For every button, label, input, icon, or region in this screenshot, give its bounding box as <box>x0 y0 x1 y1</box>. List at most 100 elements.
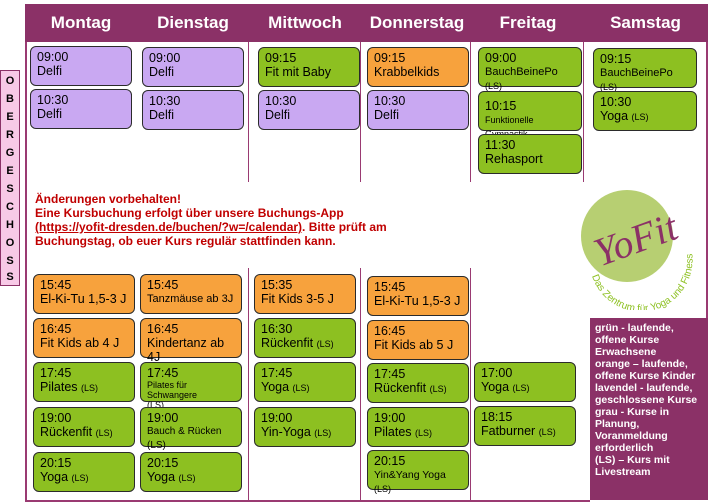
course-slot[interactable]: 18:15 Fatburner (LS) <box>474 406 576 446</box>
course-slot[interactable]: 20:15 Yin&Yang Yoga (LS) <box>367 450 469 494</box>
course-name: Bauch & Rücken (LS) <box>147 425 235 453</box>
course-slot[interactable]: 09:00 Delfi <box>142 47 244 87</box>
course-name: Yoga (LS) <box>261 380 349 395</box>
course-slot[interactable]: 15:45 Tanzmäuse ab 3J <box>140 274 242 314</box>
course-slot[interactable]: 19:00 Bauch & Rücken (LS) <box>140 407 242 451</box>
day-friday: Freitag <box>499 13 557 32</box>
grid-line-col <box>470 42 471 182</box>
course-name: Yoga (LS) <box>40 470 128 485</box>
course-time: 19:00 <box>40 411 72 425</box>
course-name-text: Yoga <box>600 109 629 123</box>
course-slot[interactable]: 17:45 Pilates für Schwangere(LS) <box>140 362 242 410</box>
course-name: Kindertanz ab 4J <box>147 336 225 364</box>
day-thursday: Donnerstag <box>369 13 465 32</box>
course-time: 15:45 <box>40 278 72 292</box>
course-time: 18:15 <box>481 410 513 424</box>
course-time: 11:30 <box>485 138 516 152</box>
course-name-text: Yin&Yang Yoga <box>374 469 446 481</box>
grid-line-right <box>706 42 708 318</box>
booking-link[interactable]: (https://yofit-dresden.de/buchen/?w=/cal… <box>35 220 303 234</box>
floor-letter: O <box>5 75 15 87</box>
course-time: 20:15 <box>40 456 72 470</box>
course-slot[interactable]: 09:00 BauchBeinePo (LS) <box>478 47 582 91</box>
course-slot[interactable]: 10:30 Yoga (LS) <box>593 91 697 131</box>
course-slot[interactable]: 09:15 Fit mit Baby <box>258 47 360 87</box>
grid-line-col <box>248 42 249 182</box>
course-slot[interactable]: 16:45 Fit Kids ab 5 J <box>367 320 469 360</box>
livestream-badge: (LS) <box>429 384 447 394</box>
course-name: Tanzmäuse ab 3J <box>147 293 234 305</box>
day-saturday: Samstag <box>610 13 681 32</box>
course-slot[interactable]: 17:45 Yoga (LS) <box>254 362 356 402</box>
livestream-badge: (LS) <box>538 427 556 437</box>
course-slot[interactable]: 19:00 Pilates (LS) <box>367 407 469 447</box>
course-time: 19:00 <box>374 411 406 425</box>
course-time: 17:00 <box>481 366 513 380</box>
grid-line-col <box>583 42 584 182</box>
grid-line-col <box>360 268 361 500</box>
course-slot[interactable]: 15:45 El-Ki-Tu 1,5-3 J <box>367 276 469 316</box>
course-name: Delfi <box>149 108 175 122</box>
course-slot[interactable]: 09:00 Delfi <box>30 46 132 86</box>
course-name: Krabbelkids <box>374 65 440 79</box>
course-name: Rückenfit (LS) <box>261 336 349 351</box>
grid-line-bottom <box>25 500 590 502</box>
course-time: 09:00 <box>37 50 69 64</box>
course-name: Fit mit Baby <box>265 65 331 79</box>
floor-label-obergeschoss: O B E R G E S C H O S S <box>0 70 20 286</box>
course-name: BauchBeinePo (LS) <box>600 66 690 94</box>
notice-line: (https://yofit-dresden.de/buchen/?w=/cal… <box>35 220 415 234</box>
livestream-badge: (LS) <box>415 428 433 438</box>
livestream-badge: (LS) <box>147 440 166 451</box>
course-slot[interactable]: 11:30 Rehasport <box>478 134 582 174</box>
course-name-text: Pilates <box>40 380 78 394</box>
course-name: Delfi <box>37 64 63 78</box>
course-time: 17:45 <box>374 367 406 381</box>
logo-circle <box>581 190 673 282</box>
course-slot[interactable]: 19:00 Rückenfit (LS) <box>33 407 135 447</box>
course-time: 16:30 <box>261 322 293 336</box>
course-slot[interactable]: 10:15 Funktionelle Gymnastik <box>478 91 582 139</box>
course-name-text: BauchBeinePo <box>600 67 673 79</box>
course-time: 17:45 <box>40 366 72 380</box>
course-slot[interactable]: 17:45 Rückenfit (LS) <box>367 363 469 403</box>
grid-line-col <box>470 268 471 500</box>
floor-letter: B <box>6 93 14 105</box>
course-slot[interactable]: 16:45 Kindertanz ab 4J <box>140 318 242 364</box>
course-slot[interactable]: 19:00 Yin-Yoga (LS) <box>254 407 356 447</box>
course-slot[interactable]: 10:30 Delfi <box>258 90 360 130</box>
course-slot[interactable]: 09:15 Krabbelkids <box>367 47 469 87</box>
course-time: 10:15 <box>485 99 517 113</box>
course-name: Pilates für Schwangere(LS) <box>147 380 235 410</box>
course-time: 16:45 <box>374 324 406 338</box>
course-name: Yoga (LS) <box>147 470 235 485</box>
course-slot[interactable]: 20:15 Yoga (LS) <box>33 452 135 492</box>
course-time: 15:35 <box>261 278 293 292</box>
course-name: Pilates (LS) <box>40 380 128 395</box>
course-slot[interactable]: 16:30 Rückenfit (LS) <box>254 318 356 358</box>
course-slot[interactable]: 20:15 Yoga (LS) <box>140 452 242 492</box>
course-slot[interactable]: 15:35 Fit Kids 3-5 J <box>254 274 356 314</box>
course-name-text: BauchBeinePo <box>485 66 558 78</box>
course-slot[interactable]: 17:00 Yoga (LS) <box>474 362 576 402</box>
course-slot[interactable]: 16:45 Fit Kids ab 4 J <box>33 318 135 358</box>
course-name-text: Fatburner <box>481 424 536 438</box>
course-slot[interactable]: 17:45 Pilates (LS) <box>33 362 135 402</box>
course-slot[interactable]: 10:30 Delfi <box>367 90 469 130</box>
livestream-badge: (LS) <box>485 81 503 91</box>
course-time: 15:45 <box>147 278 179 292</box>
course-slot[interactable]: 09:15 BauchBeinePo (LS) <box>593 48 697 92</box>
course-slot[interactable]: 10:30 Delfi <box>142 90 244 130</box>
course-time: 16:45 <box>147 322 179 336</box>
course-slot[interactable]: 15:45 El-Ki-Tu 1,5-3 J <box>33 274 135 314</box>
livestream-badge: (LS) <box>631 112 649 122</box>
course-name-text: Yoga <box>261 380 290 394</box>
course-slot[interactable]: 10:30 Delfi <box>30 89 132 129</box>
livestream-badge: (LS) <box>71 473 89 483</box>
floor-letter: R <box>6 129 14 141</box>
course-time: 15:45 <box>374 280 406 294</box>
course-name: Delfi <box>149 65 175 79</box>
course-name: Rückenfit (LS) <box>374 381 462 396</box>
course-name-text: Rückenfit <box>261 336 314 350</box>
course-name-text: Pilates für Schwangere <box>147 380 198 400</box>
